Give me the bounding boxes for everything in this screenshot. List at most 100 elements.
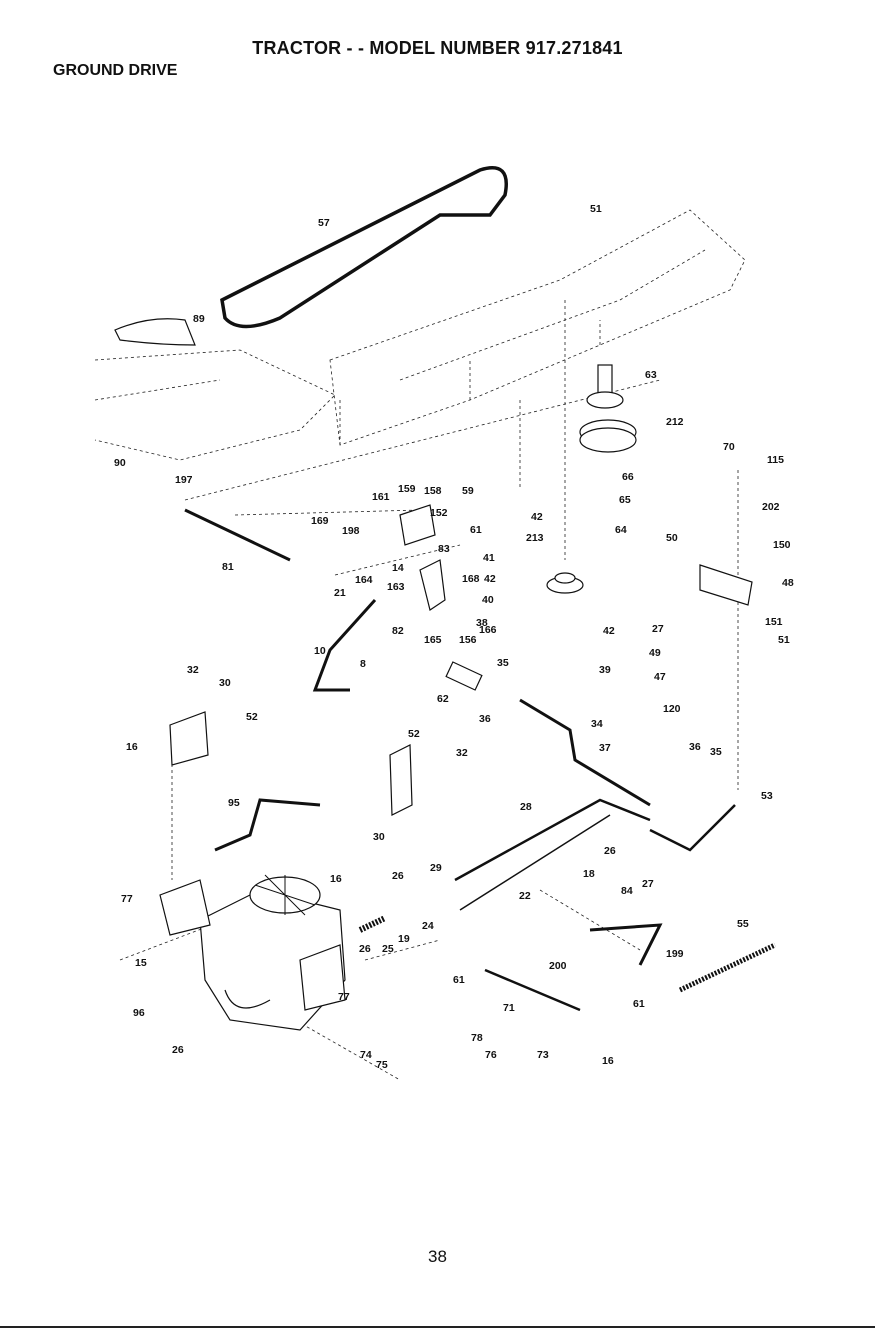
callout-84: 84	[621, 885, 633, 897]
callout-16: 16	[330, 873, 342, 885]
drive-belt	[220, 166, 508, 329]
callout-26: 26	[604, 845, 616, 857]
callout-8: 8	[360, 658, 366, 670]
callout-62: 62	[437, 693, 449, 705]
section-title: GROUND DRIVE	[53, 62, 178, 79]
callout-24: 24	[422, 920, 434, 932]
callout-70: 70	[723, 441, 735, 453]
callout-27: 27	[652, 623, 664, 635]
callout-120: 120	[663, 703, 681, 715]
shaft-81	[184, 508, 291, 562]
callout-65: 65	[619, 494, 631, 506]
callout-76: 76	[485, 1049, 497, 1061]
callout-202: 202	[762, 501, 780, 513]
page-number: 38	[428, 1247, 447, 1266]
pedal-shaft	[589, 923, 663, 966]
callout-26: 26	[392, 870, 404, 882]
callout-63: 63	[645, 369, 657, 381]
callout-212: 212	[666, 416, 684, 428]
callout-213: 213	[526, 532, 544, 544]
callout-166: 166	[479, 624, 497, 636]
callout-14: 14	[392, 562, 404, 574]
callout-55: 55	[737, 918, 749, 930]
callout-48: 48	[782, 577, 794, 589]
bracket-center	[389, 744, 413, 816]
callout-168: 168	[462, 573, 480, 585]
callout-75: 75	[376, 1059, 388, 1071]
callout-29: 29	[430, 862, 442, 874]
callout-37: 37	[599, 742, 611, 754]
callout-51: 51	[778, 634, 790, 646]
callout-16: 16	[126, 741, 138, 753]
spring-25	[358, 915, 387, 933]
callout-150: 150	[773, 539, 791, 551]
callout-159: 159	[398, 483, 416, 495]
callout-73: 73	[537, 1049, 549, 1061]
callout-32: 32	[187, 664, 199, 676]
callout-74: 74	[360, 1049, 372, 1061]
sleeve-62	[445, 661, 483, 691]
rod-22	[459, 814, 611, 911]
callout-39: 39	[599, 664, 611, 676]
callout-161: 161	[372, 491, 390, 503]
callout-83: 83	[438, 543, 450, 555]
bracket-left	[169, 711, 209, 766]
callout-50: 50	[666, 532, 678, 544]
callout-51: 51	[590, 203, 602, 215]
callout-49: 49	[649, 647, 661, 659]
callout-57: 57	[318, 217, 330, 229]
callout-52: 52	[408, 728, 420, 740]
callout-197: 197	[175, 474, 193, 486]
callout-151: 151	[765, 616, 783, 628]
callout-38: 38	[476, 617, 488, 629]
callout-90: 90	[114, 457, 126, 469]
callout-82: 82	[392, 625, 404, 637]
callout-30: 30	[219, 677, 231, 689]
page-title: TRACTOR - - MODEL NUMBER 917.271841	[252, 38, 623, 58]
bracket-upper	[399, 504, 436, 546]
callout-81: 81	[222, 561, 234, 573]
callout-96: 96	[133, 1007, 145, 1019]
callout-26: 26	[359, 943, 371, 955]
callout-158: 158	[424, 485, 442, 497]
callout-40: 40	[482, 594, 494, 606]
callout-61: 61	[470, 524, 482, 536]
rod-53	[649, 804, 736, 852]
callout-26: 26	[172, 1044, 184, 1056]
callout-95: 95	[228, 797, 240, 809]
callout-156: 156	[459, 634, 477, 646]
callout-77: 77	[338, 991, 350, 1003]
callout-16: 16	[602, 1055, 614, 1067]
callout-36: 36	[689, 741, 701, 753]
callout-28: 28	[520, 801, 532, 813]
callout-19: 19	[398, 933, 410, 945]
callout-52: 52	[246, 711, 258, 723]
callout-36: 36	[479, 713, 491, 725]
callout-41: 41	[483, 552, 495, 564]
callout-25: 25	[382, 943, 394, 955]
rod-34	[519, 698, 651, 807]
callout-27: 27	[642, 878, 654, 890]
callout-66: 66	[622, 471, 634, 483]
callout-152: 152	[430, 507, 448, 519]
pedal-pad	[114, 318, 196, 346]
callout-22: 22	[519, 890, 531, 902]
callout-71: 71	[503, 1002, 515, 1014]
callout-61: 61	[633, 998, 645, 1010]
callout-18: 18	[583, 868, 595, 880]
rod-28	[454, 798, 651, 882]
callout-35: 35	[497, 657, 509, 669]
callout-164: 164	[355, 574, 373, 586]
callout-59: 59	[462, 485, 474, 497]
bracket-lever	[419, 559, 446, 611]
callout-61: 61	[453, 974, 465, 986]
callout-77: 77	[121, 893, 133, 905]
callout-198: 198	[342, 525, 360, 537]
callout-89: 89	[193, 313, 205, 325]
callout-42: 42	[484, 573, 496, 585]
link-71	[484, 968, 581, 1012]
callout-53: 53	[761, 790, 773, 802]
callout-34: 34	[591, 718, 603, 730]
callout-10: 10	[314, 645, 326, 657]
callout-169: 169	[311, 515, 329, 527]
